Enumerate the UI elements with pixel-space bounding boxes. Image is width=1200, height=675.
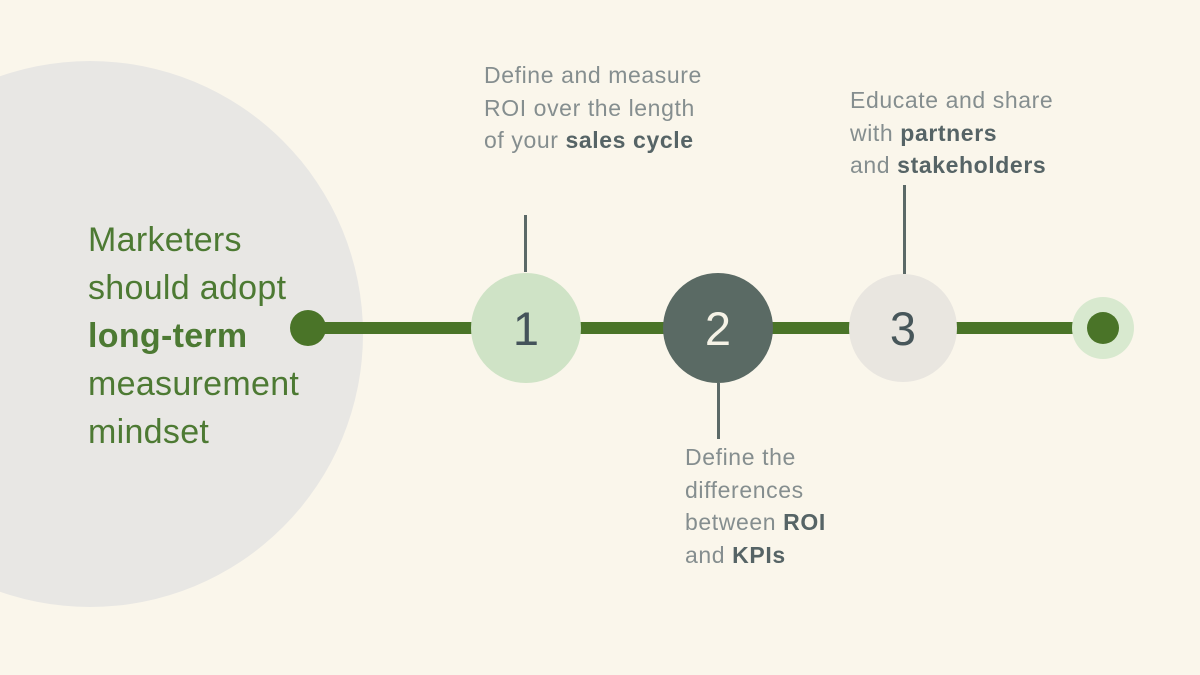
step-1-connector-line bbox=[524, 215, 527, 272]
label-line: and stakeholders bbox=[850, 149, 1053, 182]
label-text: between bbox=[685, 509, 784, 535]
label-text-bold: KPIs bbox=[732, 541, 786, 568]
label-text: with bbox=[850, 119, 901, 146]
headline-line: Marketers bbox=[88, 221, 242, 259]
label-text: Define and measure bbox=[484, 62, 702, 88]
label-text: ROI over the length bbox=[484, 94, 695, 121]
step-1-circle: 1 bbox=[471, 273, 581, 383]
step-2-label: Define the differences between ROI and K… bbox=[685, 441, 826, 571]
timeline-start-dot-icon bbox=[290, 310, 326, 346]
step-3-circle: 3 bbox=[849, 274, 957, 382]
step-2-number: 2 bbox=[704, 301, 732, 355]
step-3-connector-line bbox=[903, 185, 906, 274]
label-text-bold: ROI bbox=[783, 509, 826, 535]
label-text: Educate and share bbox=[850, 87, 1054, 113]
label-text: differences bbox=[685, 476, 804, 503]
label-line: Educate and share bbox=[850, 84, 1053, 117]
headline: Marketers should adopt long-term measure… bbox=[88, 216, 299, 456]
label-line: and KPIs bbox=[685, 539, 826, 572]
label-line: with partners bbox=[850, 117, 1053, 150]
step-1-label: Define and measure ROI over the length o… bbox=[484, 59, 702, 157]
label-line: differences bbox=[685, 474, 826, 507]
label-text: Define the bbox=[685, 444, 796, 470]
step-1-number: 1 bbox=[512, 301, 540, 355]
headline-line: should adopt bbox=[88, 269, 287, 307]
label-line: Define and measure bbox=[484, 59, 702, 92]
label-text-bold: sales cycle bbox=[565, 127, 694, 153]
timeline-end-dot-icon bbox=[1087, 312, 1119, 344]
label-text: of your bbox=[484, 127, 566, 153]
label-text-bold: partners bbox=[900, 119, 998, 146]
label-text-bold: stakeholders bbox=[897, 152, 1047, 178]
headline-line-emphasis: long-term bbox=[88, 317, 248, 355]
step-3-number: 3 bbox=[889, 301, 917, 355]
step-2-connector-line bbox=[717, 383, 720, 439]
step-3-label: Educate and share with partners and stak… bbox=[850, 84, 1053, 182]
label-line: Define the bbox=[685, 441, 826, 474]
label-line: of your sales cycle bbox=[484, 124, 702, 157]
label-line: between ROI bbox=[685, 506, 826, 539]
step-2-circle: 2 bbox=[663, 273, 773, 383]
label-text: and bbox=[850, 152, 898, 178]
headline-line: mindset bbox=[88, 413, 210, 451]
label-line: ROI over the length bbox=[484, 92, 702, 125]
headline-line: measurement bbox=[88, 365, 300, 403]
label-text: and bbox=[685, 541, 733, 568]
